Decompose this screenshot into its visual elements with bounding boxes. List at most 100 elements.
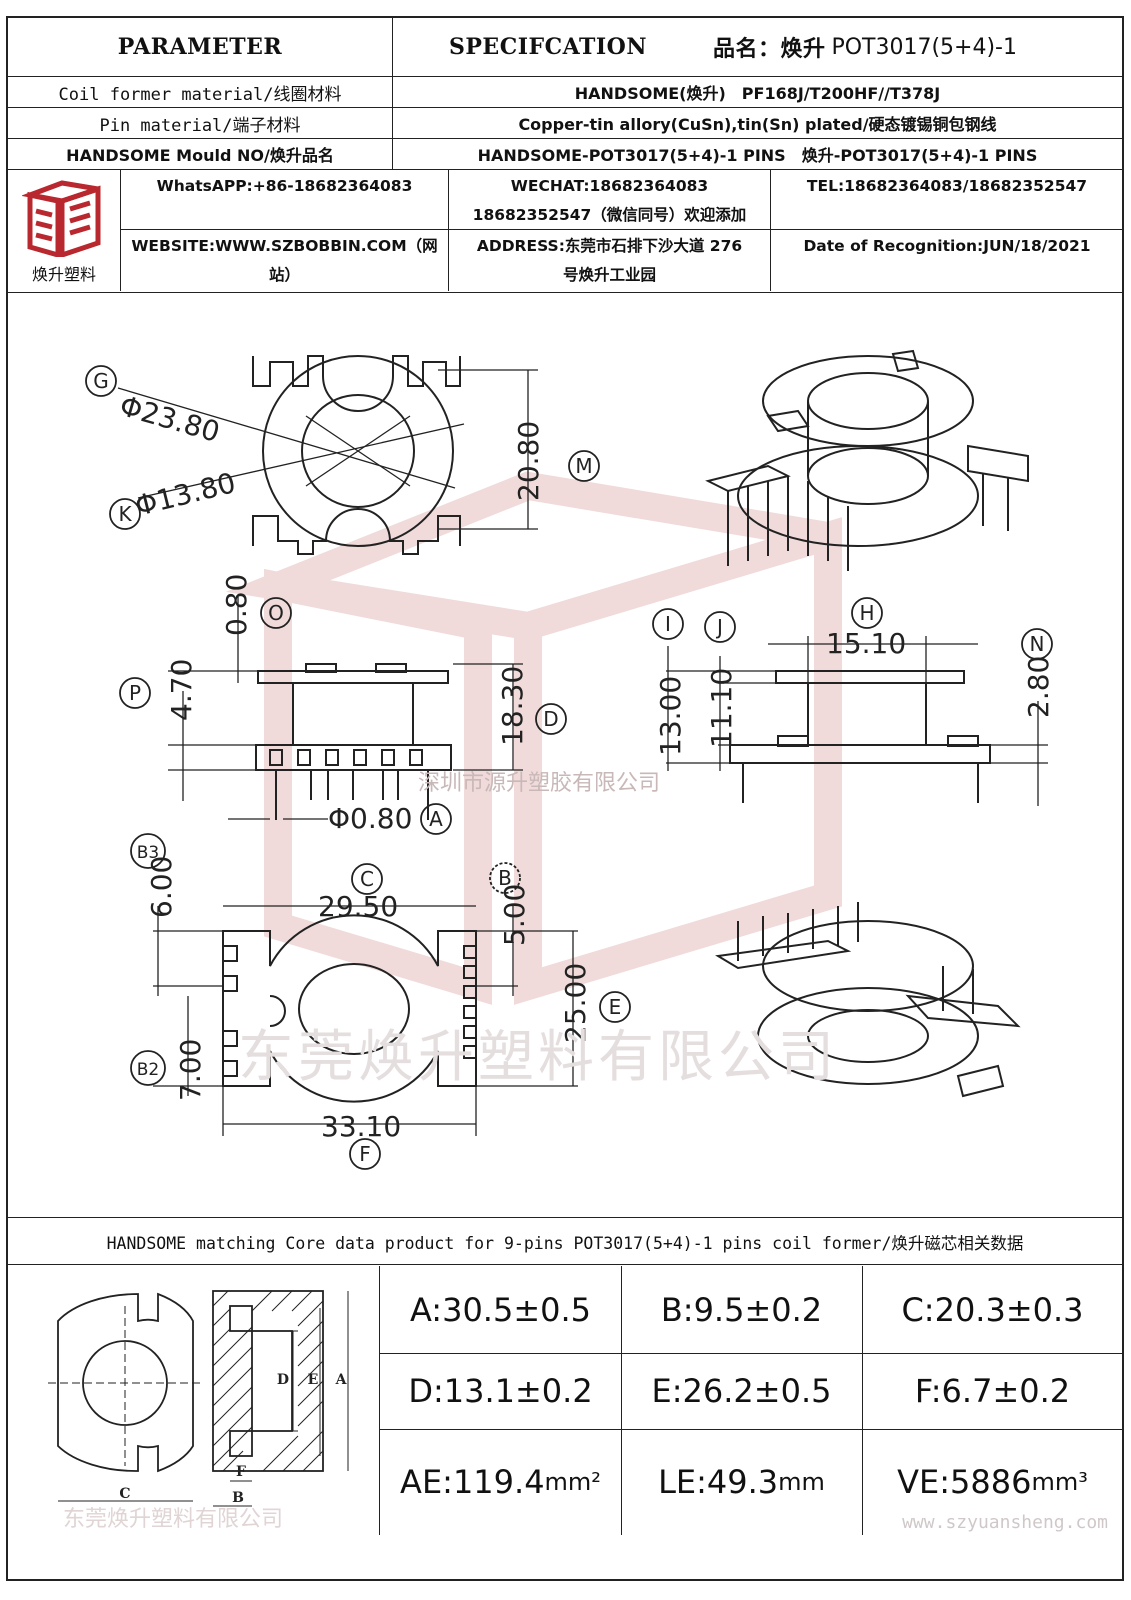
callout-letters: G K M O P D A I J H N — [85, 365, 1053, 1170]
dim-a-text: Φ0.80 — [328, 802, 412, 835]
spec-sheet: PARAMETER SPECIFCATION 品名：焕升 POT3017(5+4… — [6, 16, 1124, 1581]
callout-i: I — [665, 612, 671, 636]
top-view — [117, 355, 538, 555]
dim-h-text: 15.10 — [826, 627, 906, 660]
parameter-heading: PARAMETER — [117, 34, 283, 60]
callout-f: F — [359, 1142, 371, 1166]
callout-p: P — [129, 681, 141, 705]
specification-heading: SPECIFCATION — [449, 34, 647, 60]
core-section: A E D C F B 东莞焕升塑料有限公司 A:30.5±0.5 B:9.5±… — [8, 1266, 1123, 1535]
dim-c-text: 29.50 — [318, 890, 398, 923]
dim-b3-text: 6.00 — [145, 856, 178, 918]
core-value-b: B:9.5±0.2 — [660, 1290, 823, 1329]
header-row: PARAMETER SPECIFCATION 品名：焕升 POT3017(5+4… — [8, 18, 1122, 77]
recognition-date: Date of Recognition:JUN/18/2021 — [803, 237, 1091, 255]
logo-caption: 焕升塑料 — [31, 265, 96, 284]
mould-no-label: HANDSOME Mould NO/焕升品名 — [66, 146, 334, 165]
coil-material-value: HANDSOME(焕升) PF168J/T200HF//T378J — [392, 77, 1122, 107]
whatsapp: WhatsAPP:+86-18682364083 — [156, 177, 413, 195]
address-line1: ADDRESS:东莞市石排下沙大道 276 — [476, 237, 743, 255]
core-data-title: HANDSOME matching Core data product for … — [8, 1219, 1122, 1265]
product-name-value: POT3017(5+4)-1 — [831, 34, 1017, 60]
wechat-line2: 18682352547（微信同号）欢迎添加 — [472, 206, 747, 224]
callout-a: A — [429, 807, 443, 831]
pin-material-label: Pin material/端子材料 — [99, 115, 301, 136]
website-cell: WEBSITE:WWW.SZBOBBIN.COM（网 站） — [121, 230, 448, 291]
dim-d-text: 18.30 — [496, 666, 529, 746]
tel-cell: TEL:18682364083/18682352547 — [770, 170, 1123, 230]
core-watermark: 东莞焕升塑料有限公司 — [63, 1507, 283, 1532]
callout-g: G — [93, 369, 109, 393]
wechat-line1: WECHAT:18682364083 — [510, 177, 709, 195]
hatch-pattern — [212, 1290, 324, 1472]
product-name-label: 品名：焕升 — [712, 37, 826, 62]
spec-row-coil: Coil former material/线圈材料 HANDSOME(焕升) P… — [8, 77, 1122, 108]
core-letter-c: C — [119, 1486, 130, 1502]
watermark-text-2: 东莞焕升塑料有限公司 — [238, 1025, 838, 1090]
core-letter-b: B — [232, 1490, 244, 1506]
core-drawing: A E D C F B 东莞焕升塑料有限公司 — [48, 1290, 349, 1532]
front-view — [168, 596, 523, 820]
callout-h: H — [859, 601, 874, 625]
logo-cell: 焕升塑料 — [8, 170, 120, 292]
dim-p-text: 4.70 — [165, 659, 198, 721]
dim-m-text: 20.80 — [512, 421, 545, 501]
watermark-text-1: 深圳市源升塑胶有限公司 — [418, 771, 660, 796]
callout-m: M — [575, 454, 592, 478]
iso-view-bottom — [715, 902, 1021, 1098]
callout-b: B — [498, 866, 512, 890]
website-line2: 站） — [268, 266, 300, 284]
tel: TEL:18682364083/18682352547 — [806, 177, 1088, 195]
core-value-c: C:20.3±0.3 — [901, 1290, 1084, 1329]
callout-j: J — [715, 615, 723, 639]
dim-f-text: 33.10 — [321, 1110, 401, 1143]
spec-heading-cell: SPECIFCATION 品名：焕升 POT3017(5+4)-1 — [392, 18, 1122, 76]
website-line1: WEBSITE:WWW.SZBOBBIN.COM（网 — [131, 237, 438, 255]
bottom-view — [153, 905, 578, 1136]
core-values-grid: A:30.5±0.5 B:9.5±0.2 C:20.3±0.3 D:13.1±0… — [379, 1266, 1123, 1535]
mould-no-value: HANDSOME-POT3017(5+4)-1 PINS 焕升-POT3017(… — [392, 139, 1122, 169]
coil-material-label: Coil former material/线圈材料 — [58, 84, 342, 105]
dim-g-text: Φ23.80 — [116, 389, 223, 449]
callout-o: O — [268, 601, 284, 625]
core-letter-a: A — [335, 1372, 348, 1388]
dim-k-text: Φ13.80 — [132, 466, 239, 523]
core-letter-e: E — [308, 1372, 319, 1388]
contact-grid: WhatsAPP:+86-18682364083 WECHAT:18682364… — [120, 170, 1123, 291]
dim-o-text: 0.80 — [220, 574, 253, 636]
website-watermark: www.szyuansheng.com — [902, 1512, 1108, 1533]
address-line2: 号焕升工业园 — [562, 266, 656, 284]
company-block: 焕升塑料 WhatsAPP:+86-18682364083 WECHAT:186… — [8, 170, 1123, 293]
core-value-e: E:26.2±0.5 — [651, 1372, 832, 1410]
callout-k: K — [118, 502, 132, 526]
callout-c: C — [360, 867, 374, 891]
dim-b-text: 5.00 — [498, 884, 531, 946]
pin-material-value: Copper-tin allory(CuSn),tin(Sn) plated/硬… — [392, 108, 1122, 138]
core-value-a: A:30.5±0.5 — [409, 1290, 592, 1329]
core-letter-d: D — [277, 1372, 289, 1388]
callout-b2: B2 — [137, 1060, 159, 1080]
core-value-d: D:13.1±0.2 — [408, 1372, 593, 1410]
core-value-f: F:6.7±0.2 — [914, 1372, 1071, 1410]
side-view — [666, 636, 1048, 806]
drawing-canvas: Φ23.80 Φ13.80 20.80 0.80 4.70 18.30 Φ0.8… — [85, 349, 1055, 1170]
dim-b2-text: 7.00 — [174, 1039, 207, 1101]
address-cell: ADDRESS:东莞市石排下沙大道 276 号焕升工业园 — [448, 230, 770, 291]
dim-i-text: 13.00 — [654, 676, 687, 756]
dim-j-text: 11.10 — [705, 668, 738, 748]
callout-n: N — [1030, 632, 1045, 656]
dim-n-text: 2.80 — [1022, 656, 1055, 718]
company-logo-icon — [22, 180, 101, 257]
wechat-cell: WECHAT:18682364083 18682352547（微信同号）欢迎添加 — [448, 170, 770, 230]
date-cell: Date of Recognition:JUN/18/2021 — [770, 230, 1123, 291]
callout-e: E — [609, 995, 622, 1019]
iso-view-top — [705, 349, 1029, 571]
technical-drawing: Φ23.80 Φ13.80 20.80 0.80 4.70 18.30 Φ0.8… — [8, 306, 1122, 1218]
dim-e-text: 25.00 — [559, 963, 592, 1043]
whatsapp-cell: WhatsAPP:+86-18682364083 — [121, 170, 448, 230]
spec-row-pin: Pin material/端子材料 Copper-tin allory(CuSn… — [8, 108, 1122, 139]
spec-row-mould: HANDSOME Mould NO/焕升品名 HANDSOME-POT3017(… — [8, 139, 1122, 170]
